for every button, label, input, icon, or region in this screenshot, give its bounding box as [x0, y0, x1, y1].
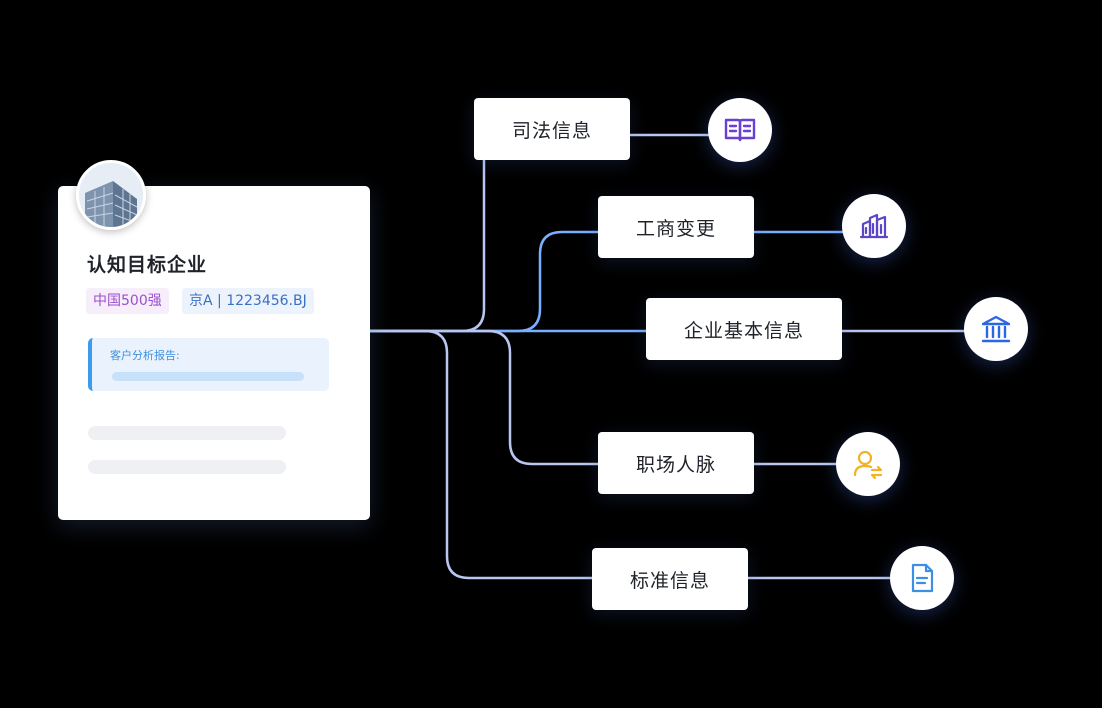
company-title: 认知目标企业 [87, 254, 208, 276]
rank-tag: 中国500强 [86, 288, 169, 314]
report-box[interactable]: 客户分析报告: [88, 338, 329, 391]
placeholder-line [88, 460, 286, 474]
stock-code-tag: 京A | 1223456.BJ [182, 288, 314, 314]
connector-standard [362, 329, 596, 580]
placeholder-line [88, 426, 286, 440]
report-progress-placeholder [112, 372, 304, 381]
connector-judicial [362, 148, 486, 333]
business-change-icon-button[interactable] [842, 194, 906, 258]
workplace-icon-button[interactable] [836, 432, 900, 496]
bank-icon [981, 315, 1011, 343]
node-workplace-network[interactable]: 职场人脉 [598, 432, 754, 494]
node-judicial-info[interactable]: 司法信息 [474, 98, 630, 160]
buildings-icon [859, 213, 889, 239]
judicial-icon-button[interactable] [708, 98, 772, 162]
connector-workplace [362, 329, 602, 466]
basic-info-icon-button[interactable] [964, 297, 1028, 361]
standard-icon-button[interactable] [890, 546, 954, 610]
company-card[interactable]: 认知目标企业 中国500强 京A | 1223456.BJ 客户分析报告: [58, 186, 370, 520]
company-avatar [76, 160, 146, 230]
connector-business-change [362, 230, 602, 333]
node-basic-info[interactable]: 企业基本信息 [646, 298, 842, 360]
building-photo-icon [79, 163, 143, 227]
person-exchange-icon [853, 450, 883, 480]
node-standard-info[interactable]: 标准信息 [592, 548, 748, 610]
report-label: 客户分析报告: [110, 349, 180, 362]
document-icon [911, 563, 934, 593]
node-business-change[interactable]: 工商变更 [598, 196, 754, 258]
open-book-icon [724, 118, 756, 142]
